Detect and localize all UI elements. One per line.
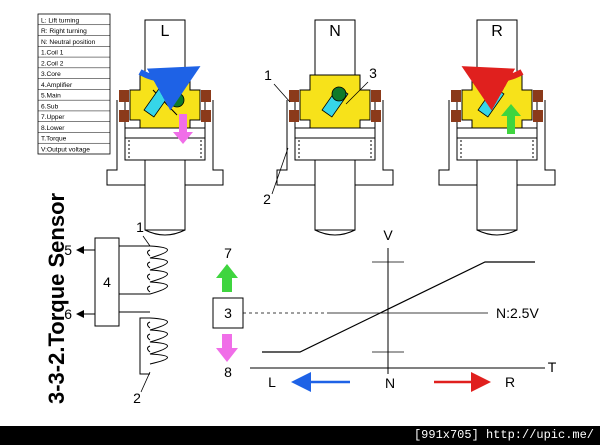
diagram-title: 3-3-2.Torque Sensor [44,192,69,404]
graph-right-label: R [505,374,515,390]
graph-v-label: V [383,227,393,243]
diagram-svg: L: Lift turning R: Right turning N: Neutra… [37,13,557,406]
sensor-right [438,19,556,236]
output-graph [250,248,545,374]
legend-item: R: Right turning [41,28,87,35]
legend-item: T.Torque [41,136,67,143]
core-label: 3 [224,305,232,321]
legend-table: L: Lift turning R: Right turning N: Neutra… [37,13,111,155]
neutral-voltage-label: N:2.5V [496,305,539,321]
watermark-bar: [991x705] http://upic.me/ [0,426,600,445]
sub-label: 6 [64,306,72,322]
legend-item: L: Lift turning [41,17,79,24]
sensor-right-label: R [491,23,503,40]
coil2-label: 2 [133,390,141,406]
legend-item: 7.Upper [41,114,65,121]
legend-item: V:Output voltage [41,147,90,154]
graph-left-label: L [268,374,276,390]
legend-item: 6.Sub [41,103,59,110]
sensor-left [106,19,224,236]
coil1-label: 1 [136,219,144,235]
graph-t-label: T [548,359,557,375]
legend-item: 2.Coil 2 [41,60,64,67]
main-label: 5 [64,242,72,258]
amplifier-label: 4 [103,274,111,290]
callout-1: 1 [264,67,272,83]
sensor-left-label: L [161,23,170,40]
coil-1 [119,245,168,295]
sensor-neutral-label: N [329,23,341,40]
legend-item: 4.Amplifier [41,82,73,89]
amplifier-box [94,237,120,327]
legend-item: N: Neutral position [41,39,96,46]
coil-2 [119,311,168,375]
upper-arrow [216,264,238,292]
legend-item: 8.Lower [41,125,65,132]
legend-item: 3.Core [41,71,61,78]
rotation-arrow-right [461,66,524,111]
watermark-text: [991x705] http://upic.me/ [413,428,594,442]
callout-2: 2 [263,191,271,207]
lower-arrow [216,334,238,362]
output-curve [262,261,535,353]
sensor-neutral [276,19,394,236]
upper-label: 7 [224,245,232,261]
graph-n-label: N [385,375,395,391]
rotation-arrow-left [138,66,201,111]
legend-item: 5.Main [41,93,61,100]
lower-label: 8 [224,364,232,380]
core-box [212,297,244,329]
callout-3: 3 [369,65,377,81]
legend-item: 1.Coil 1 [41,50,64,57]
